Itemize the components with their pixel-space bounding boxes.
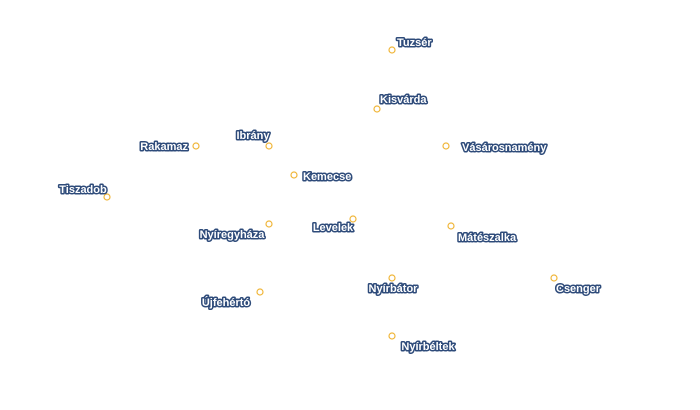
place-nyirbator[interactable]: Nyírbátor bbox=[367, 274, 420, 297]
place-ibrany[interactable]: Ibrány bbox=[235, 129, 273, 150]
place-label: Nyíregyháza bbox=[200, 229, 266, 241]
place-tiszadob[interactable]: Tiszadob bbox=[58, 183, 111, 201]
place-rakamaz[interactable]: Rakamaz bbox=[139, 140, 200, 155]
place-label: Csenger bbox=[556, 283, 601, 295]
place-label: Kisvárda bbox=[380, 94, 427, 106]
place-mateszalka[interactable]: Mátészalka bbox=[447, 222, 518, 246]
place-kisvarda[interactable]: Kisvárda bbox=[373, 93, 429, 113]
place-marker[interactable] bbox=[442, 142, 450, 150]
place-marker[interactable] bbox=[550, 274, 558, 282]
place-marker[interactable] bbox=[256, 288, 264, 296]
place-marker[interactable] bbox=[447, 222, 455, 230]
place-kemecse[interactable]: Kemecse bbox=[290, 170, 353, 185]
place-marker[interactable] bbox=[290, 171, 298, 179]
place-marker[interactable] bbox=[103, 193, 111, 201]
place-marker[interactable] bbox=[349, 215, 357, 223]
place-marker[interactable] bbox=[388, 46, 396, 54]
place-nyirbeltek[interactable]: Nyírbéltek bbox=[388, 332, 457, 355]
place-marker[interactable] bbox=[265, 142, 273, 150]
place-label: Nyírbátor bbox=[369, 283, 419, 295]
place-tuzser[interactable]: Tuzsér bbox=[388, 36, 434, 54]
place-label: Újfehértó bbox=[202, 296, 251, 309]
place-label: Tuzsér bbox=[397, 37, 432, 49]
place-label: Rakamaz bbox=[140, 141, 188, 153]
place-csenger[interactable]: Csenger bbox=[550, 274, 602, 297]
place-label: Tiszadob bbox=[59, 184, 107, 196]
place-marker[interactable] bbox=[388, 332, 396, 340]
place-marker[interactable] bbox=[388, 274, 396, 282]
place-label: Vásárosnamény bbox=[462, 142, 547, 154]
place-marker[interactable] bbox=[373, 105, 381, 113]
place-label: Levelek bbox=[313, 222, 354, 234]
place-nyiregyhaza[interactable]: Nyíregyháza bbox=[198, 220, 273, 243]
place-label: Ibrány bbox=[236, 130, 270, 142]
place-label: Nyírbéltek bbox=[401, 341, 455, 353]
place-marker[interactable] bbox=[265, 220, 273, 228]
place-marker[interactable] bbox=[192, 142, 200, 150]
place-ujfeherto[interactable]: Újfehértó bbox=[200, 288, 264, 311]
place-vasarosnameny[interactable]: Vásárosnamény bbox=[442, 141, 549, 156]
place-levelek[interactable]: Levelek bbox=[311, 215, 357, 236]
place-label: Mátészalka bbox=[458, 232, 517, 244]
place-label: Kemecse bbox=[303, 171, 351, 183]
